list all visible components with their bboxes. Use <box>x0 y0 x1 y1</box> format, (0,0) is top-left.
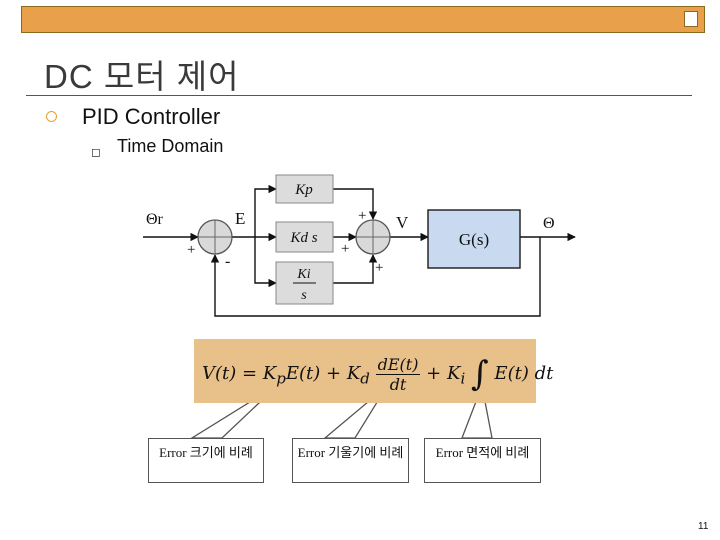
summing-junction-1 <box>197 219 233 255</box>
ki-out-line <box>333 254 378 284</box>
ki-num-label: Ki <box>296 267 310 282</box>
sum2-plus-bottom: + <box>375 260 383 276</box>
kd-block <box>275 221 334 253</box>
equation-box <box>194 339 536 403</box>
title-bar-square <box>684 11 698 27</box>
title-bar-decoration <box>21 6 705 33</box>
plant-block <box>427 209 521 269</box>
sub-bullet-icon: ◻ <box>91 145 101 159</box>
title-divider <box>26 95 692 96</box>
sum1-plus-sign: + <box>187 242 195 258</box>
summing-junction-2 <box>355 219 391 255</box>
pid-equation: V(t) = KpE(t) + Kd dE(t)dt + Ki ∫ E(t) d… <box>202 354 554 394</box>
bullet-text: PID Controller <box>82 104 221 129</box>
kp-label: Kp <box>294 182 313 198</box>
ki-den-label: s <box>301 288 307 303</box>
callout-derivative: Error 기울기에 비례 <box>292 438 409 483</box>
sub-bullet-text: Time Domain <box>117 136 224 156</box>
plant-label: G(s) <box>459 230 489 249</box>
page-number: 11 <box>698 521 709 532</box>
input-label: Θr <box>146 211 164 228</box>
sum1-minus-sign: - <box>225 253 230 270</box>
circle-bullet-icon <box>46 111 57 122</box>
error-label: E <box>235 209 245 228</box>
feedback-line <box>210 237 541 317</box>
ki-branch-line <box>254 237 277 288</box>
integral-sign: ∫ <box>470 354 489 394</box>
kd-label: Kd s <box>289 230 317 246</box>
control-label: V <box>396 213 409 232</box>
signal-lines <box>143 184 576 317</box>
kp-out-line <box>333 188 378 220</box>
kp-branch-line <box>254 184 277 237</box>
callout-integral: Error 면적에 비례 <box>424 438 541 483</box>
kp-block <box>275 174 334 204</box>
callout-proportional: Error 크기에 비례 <box>148 438 264 483</box>
sum2-plus-top: + <box>358 208 366 224</box>
sum2-plus-left: + <box>341 241 349 257</box>
derivative-fraction: dE(t)dt <box>375 354 421 394</box>
slide-title: DC 모터 제어 <box>44 58 240 95</box>
output-label: Θ <box>543 215 555 232</box>
